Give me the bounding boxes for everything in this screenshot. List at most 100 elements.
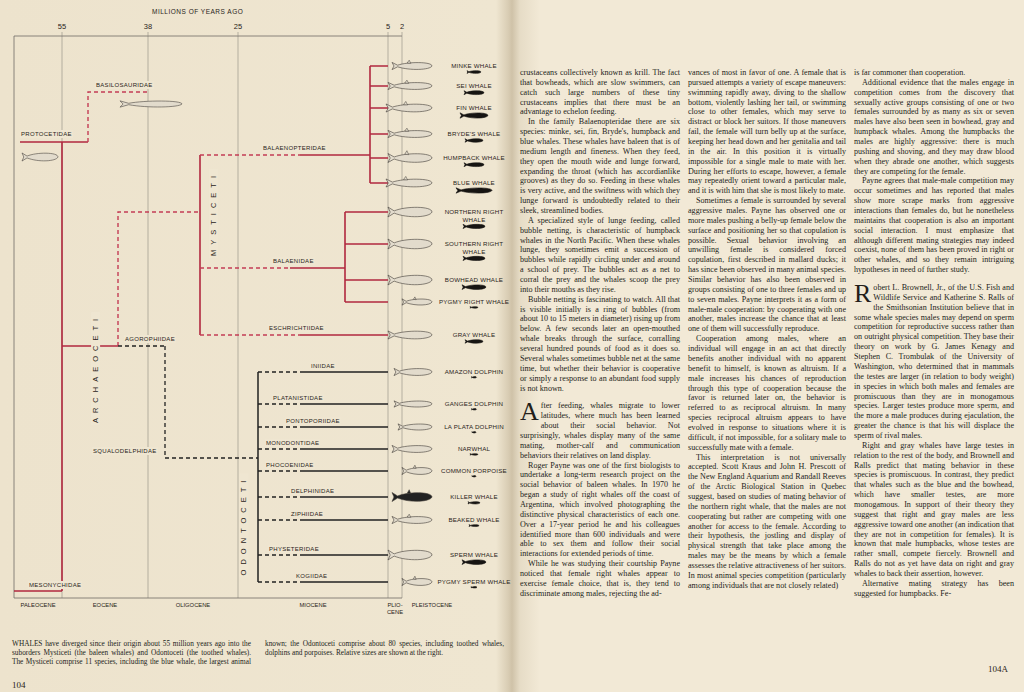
species-label: NARWHAL xyxy=(435,445,513,453)
article-paragraph: Cooperation among males, where an indivi… xyxy=(688,334,846,452)
article-paragraph: Alternative mating strategy has been sug… xyxy=(854,579,1014,599)
family-label: KOGIIDAE xyxy=(295,572,328,580)
time-grid xyxy=(14,32,402,598)
species-label: SEI WHALE xyxy=(435,82,513,90)
species-label: BOWHEAD WHALE xyxy=(435,276,513,284)
whale-drawing xyxy=(392,493,432,502)
family-label: INIIDAE xyxy=(310,362,336,370)
epoch-label: PLIO- CENE xyxy=(384,602,406,616)
whale-drawing xyxy=(394,401,432,407)
article-paragraph: While he was studying their courtship Pa… xyxy=(520,559,680,598)
whale-drawing xyxy=(386,104,432,112)
family-label: BALAENIDAE xyxy=(272,257,315,265)
article-paragraph: is far commoner than cooperation. xyxy=(854,68,1014,78)
family-label: SQUALODELPHIDAE xyxy=(92,447,158,455)
mysticete-dashed-lines xyxy=(88,92,300,346)
page-number: 104 xyxy=(12,680,26,690)
dorsal-fin xyxy=(407,514,411,517)
species-label: PYGMY SPERM WHALE xyxy=(435,578,513,586)
dorsal-fin xyxy=(405,151,409,155)
article-paragraph: Additional evidence that the males engag… xyxy=(854,78,1014,177)
species-label: PYGMY RIGHT WHALE xyxy=(435,298,513,306)
article-paragraph: crustaceans collectively known as krill.… xyxy=(520,68,680,117)
mysticete-lines xyxy=(14,66,388,591)
size-silhouette xyxy=(464,163,484,167)
size-silhouette xyxy=(472,432,476,433)
size-silhouette xyxy=(456,188,492,193)
size-silhouette xyxy=(464,91,484,95)
article-paragraph: Payne agrees that male-male competition … xyxy=(854,176,1014,275)
whale-drawing xyxy=(402,299,432,305)
article-paragraph: vances of most in favor of one. A female… xyxy=(688,68,846,196)
article-paragraph: Bubble netting is fascinating to watch. … xyxy=(520,295,680,394)
whale-drawing xyxy=(388,82,432,89)
size-silhouette xyxy=(471,587,477,588)
article-paragraph: Roger Payne was one of the first biologi… xyxy=(520,461,680,560)
epoch-label: PALEOCENE xyxy=(20,602,55,609)
family-label: MONODONTIDAE xyxy=(265,439,320,447)
family-label: PHYSETERIDAE xyxy=(268,545,320,553)
species-label: GRAY WHALE xyxy=(435,331,513,339)
family-label: PROTOCETIDAE xyxy=(20,130,73,138)
dorsal-fin xyxy=(413,576,416,579)
family-label: ESCHRICHTIIDAE xyxy=(268,324,325,332)
size-silhouette xyxy=(472,476,476,477)
size-silhouette xyxy=(470,454,478,456)
species-label: LA PLATA DOLPHIN xyxy=(435,423,513,431)
whale-drawing xyxy=(388,207,432,217)
axis-title: MILLIONS OF YEARS AGO xyxy=(152,8,243,16)
size-silhouette xyxy=(462,560,486,565)
size-silhouette xyxy=(463,256,485,260)
text-column: crustaceans collectively known as krill.… xyxy=(520,68,680,599)
species-label: HUMPBACK WHALE xyxy=(435,154,513,162)
dorsal-fin xyxy=(405,128,409,131)
species-label: BEAKED WHALE xyxy=(435,516,513,524)
time-tick: 5 xyxy=(386,22,390,31)
epoch-label: EOCENE xyxy=(93,602,117,609)
family-label: ZIPHIIDAE xyxy=(290,510,324,518)
whale-drawing xyxy=(402,467,432,474)
suborder-label: ARCHAEOCETI xyxy=(92,311,101,424)
epoch-label: OLIGOCENE xyxy=(176,602,210,609)
time-tick: 2 xyxy=(400,22,404,31)
whale-drawing xyxy=(398,424,432,430)
species-label: SPERM WHALE xyxy=(435,551,513,559)
species-label: BRYDE'S WHALE xyxy=(435,130,513,138)
time-tick: 38 xyxy=(144,22,152,31)
suborder-label: ODONTOCETI xyxy=(240,473,249,577)
article-paragraph: Sometimes a female is surrounded by seve… xyxy=(688,196,846,334)
species-label: KILLER WHALE xyxy=(435,493,513,501)
dorsal-fin xyxy=(413,297,416,300)
dorsal-fin xyxy=(407,60,411,63)
time-tick: 25 xyxy=(234,22,242,31)
whale-drawing xyxy=(392,516,432,523)
family-label: BALAENOPTERIDAE xyxy=(262,144,327,152)
size-silhouette xyxy=(465,340,483,344)
species-label: MINKE WHALE xyxy=(435,62,513,70)
size-silhouette xyxy=(472,409,477,410)
family-label: PHOCOENIDAE xyxy=(265,461,315,469)
size-silhouette xyxy=(467,71,481,74)
species-label: GANGES DOLPHIN xyxy=(435,400,513,408)
whale-drawing xyxy=(388,154,432,163)
size-silhouette xyxy=(465,139,483,143)
family-label: BASILOSAURIDAE xyxy=(95,81,154,89)
family-label: MESONYCHIDAE xyxy=(28,581,82,589)
family-label: DELPHINIDAE xyxy=(290,487,335,495)
dorsal-fin xyxy=(403,176,407,180)
article-paragraph: This interpretation is not universally a… xyxy=(688,453,846,591)
family-label: PLATANISTIDAE xyxy=(272,394,324,402)
species-label: AMAZON DOLPHIN xyxy=(435,368,513,376)
size-silhouette xyxy=(472,377,477,378)
article-paragraph: Right and gray whales have large testes … xyxy=(854,441,1014,579)
protocetid-drawing xyxy=(22,153,58,161)
dorsal-fin xyxy=(407,490,411,494)
dorsal-fin xyxy=(413,465,416,468)
whale-drawing xyxy=(386,179,432,187)
size-silhouette xyxy=(460,113,488,118)
page-number: 104A xyxy=(988,664,1008,674)
species-label: BLUE WHALE xyxy=(435,179,513,187)
whale-drawing xyxy=(402,578,432,585)
family-label: PONTOPORIIDAE xyxy=(285,417,341,425)
size-silhouette xyxy=(469,525,479,527)
